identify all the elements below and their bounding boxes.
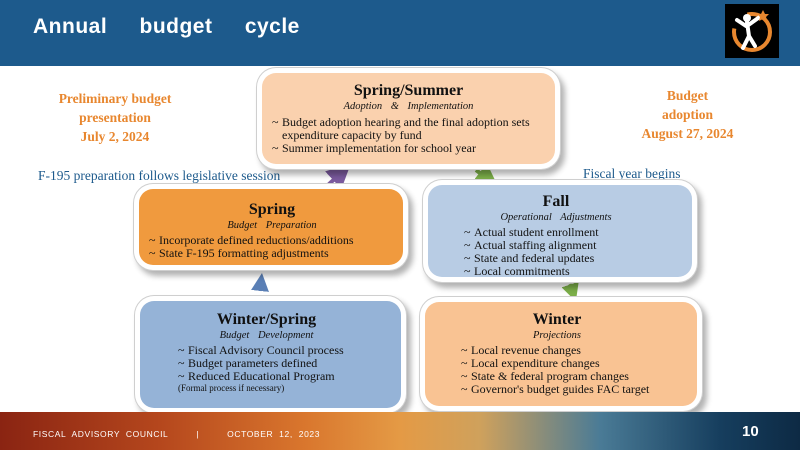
bullet-icon: ~ — [461, 343, 468, 357]
bullet-icon: ~ — [461, 382, 468, 396]
list-item: ~Governor's budget guides FAC target — [461, 383, 689, 396]
list-item: ~Local commitments — [464, 265, 684, 278]
bullet-icon: ~ — [461, 369, 468, 383]
header-bar — [0, 0, 800, 66]
bullet-icon: ~ — [272, 115, 279, 129]
box-items: ~Local revenue changes ~Local expenditur… — [461, 344, 689, 396]
note-line: Preliminary budget — [58, 91, 172, 106]
box-note: (Formal process if necessary) — [178, 383, 285, 393]
arrow-spring-to-summer — [325, 163, 351, 189]
box-items: ~Incorporate defined reductions/addition… — [149, 234, 395, 260]
winter-box: Winter Projections ~Local revenue change… — [425, 302, 697, 406]
box-subtitle: Projections — [532, 330, 582, 341]
item-text: Budget adoption hearing and the final ad… — [282, 115, 530, 142]
box-title: Winter/Spring — [216, 311, 317, 328]
item-text: Summer implementation for school year — [282, 141, 476, 155]
list-item: ~State and federal updates — [464, 252, 684, 265]
winter-spring-box: Winter/Spring Budget Development ~Fiscal… — [140, 301, 401, 408]
list-item: ~Actual staffing alignment — [464, 239, 684, 252]
box-items: ~Actual student enrollment ~Actual staff… — [464, 226, 684, 278]
budget-adoption-note: Budget adoption August 27, 2024 — [620, 86, 755, 143]
bullet-icon: ~ — [461, 356, 468, 370]
item-text: Local revenue changes — [471, 343, 581, 357]
item-text: Actual staffing alignment — [474, 238, 597, 252]
note-line: presentation — [79, 110, 151, 125]
footer-organization: FISCAL ADVISORY COUNCIL — [33, 429, 169, 439]
preliminary-budget-note: Preliminary budget presentation July 2, … — [40, 89, 190, 146]
bullet-icon: ~ — [464, 225, 471, 239]
spring-box: Spring Budget Preparation ~Incorporate d… — [139, 189, 403, 265]
note-line: August 27, 2024 — [641, 126, 734, 141]
list-item: ~State & federal program changes — [461, 370, 689, 383]
bullet-icon: ~ — [464, 251, 471, 265]
bullet-icon: ~ — [178, 343, 185, 357]
list-item: ~Local revenue changes — [461, 344, 689, 357]
footer-text: FISCAL ADVISORY COUNCIL | OCTOBER 12, 20… — [33, 429, 342, 439]
f195-note: F-195 preparation follows legislative se… — [38, 168, 281, 183]
item-text: Local expenditure changes — [471, 356, 600, 370]
list-item: ~State F-195 formatting adjustments — [149, 247, 395, 260]
bullet-icon: ~ — [149, 233, 156, 247]
box-title: Spring — [248, 201, 296, 218]
bullet-icon: ~ — [464, 264, 471, 278]
arrow-fall-to-winter — [561, 281, 579, 302]
footer-bar — [0, 412, 800, 450]
fiscal-year-note: Fiscal year begins — [583, 166, 681, 181]
bullet-icon: ~ — [178, 369, 185, 383]
list-item: ~Actual student enrollment — [464, 226, 684, 239]
note-line: July 2, 2024 — [80, 129, 150, 144]
box-title: Winter — [532, 311, 582, 328]
list-item: ~Fiscal Advisory Council process — [178, 344, 393, 357]
fall-box: Fall Operational Adjustments ~Actual stu… — [428, 185, 692, 278]
page-number: 10 — [742, 423, 759, 440]
footer-date: OCTOBER 12, 2023 — [227, 429, 321, 439]
item-text: State & federal program changes — [471, 369, 629, 383]
footer-separator: | — [196, 429, 200, 439]
item-text: Budget parameters defined — [188, 356, 318, 370]
list-item: ~Budget adoption hearing and the final a… — [272, 116, 545, 142]
item-text: State F-195 formatting adjustments — [159, 246, 329, 260]
bullet-icon: ~ — [149, 246, 156, 260]
box-subtitle: Budget Preparation — [227, 220, 317, 231]
list-item: ~Summer implementation for school year — [272, 142, 545, 155]
item-text: Incorporate defined reductions/additions — [159, 233, 354, 247]
note-line: adoption — [661, 107, 714, 122]
box-title: Spring/Summer — [353, 82, 464, 99]
bullet-icon: ~ — [272, 141, 279, 155]
item-text: Governor's budget guides FAC target — [471, 382, 650, 396]
box-items: ~Fiscal Advisory Council process ~Budget… — [178, 344, 393, 383]
logo-figure-icon — [732, 10, 772, 52]
item-text: Local commitments — [474, 264, 570, 278]
box-subtitle: Operational Adjustments — [500, 212, 612, 223]
box-items: ~Budget adoption hearing and the final a… — [272, 116, 545, 155]
box-subtitle: Budget Development — [219, 330, 314, 341]
list-item: ~Local expenditure changes — [461, 357, 689, 370]
box-subtitle: Adoption & Implementation — [343, 101, 474, 112]
spring-summer-box: Spring/Summer Adoption & Implementation … — [262, 73, 555, 164]
arrow-winterspring-to-spring — [251, 273, 269, 292]
arrow-summer-to-fall — [472, 163, 499, 188]
item-text: State and federal updates — [474, 251, 595, 265]
list-item: ~Budget parameters defined — [178, 357, 393, 370]
bullet-icon: ~ — [178, 356, 185, 370]
box-title: Fall — [542, 193, 570, 210]
item-text: Fiscal Advisory Council process — [188, 343, 344, 357]
page-title: Annual budget cycle — [33, 15, 300, 38]
list-item: ~Incorporate defined reductions/addition… — [149, 234, 395, 247]
item-text: Reduced Educational Program — [188, 369, 335, 383]
item-text: Actual student enrollment — [474, 225, 599, 239]
bullet-icon: ~ — [464, 238, 471, 252]
note-line: Budget — [666, 88, 709, 103]
logo — [725, 4, 779, 58]
list-item: ~Reduced Educational Program — [178, 370, 393, 383]
